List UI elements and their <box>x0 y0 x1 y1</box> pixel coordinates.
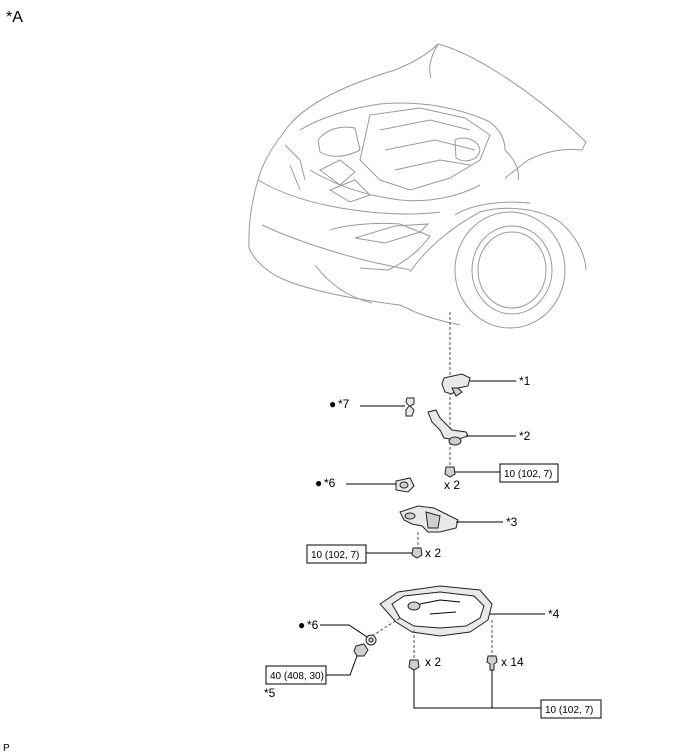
leader-plug-torque <box>326 655 358 676</box>
callout-3: *3 <box>506 515 518 529</box>
pan-bolt-right <box>486 655 498 671</box>
torque-box-upper <box>499 463 559 483</box>
corner-mark: P <box>3 743 10 754</box>
torque-box-middle <box>306 544 367 564</box>
torque-pan: 10 (102, 7) <box>545 705 593 716</box>
torque-middle: 10 (102, 7) <box>311 550 359 561</box>
callout-4: *4 <box>548 607 560 621</box>
qty-pan-right: x 14 <box>501 655 524 669</box>
part-6-upper-gasket <box>395 477 415 493</box>
callout-6-lower: *6 <box>307 618 319 632</box>
callout-6-upper: *6 <box>324 476 336 490</box>
vehicle-illustration <box>248 43 587 329</box>
view-label: *A <box>6 9 23 26</box>
upper-nut <box>444 466 456 478</box>
torque-box-pan <box>540 699 602 719</box>
callout-1: *1 <box>519 374 531 388</box>
leader-pan-bracket <box>413 670 493 709</box>
qty-mid-bolt: x 2 <box>425 546 441 560</box>
part-1-bracket <box>441 373 471 397</box>
middle-bolt <box>411 547 423 559</box>
bullet-7: ● <box>329 397 336 411</box>
bullet-6-upper: ● <box>315 476 322 490</box>
torque-upper: 10 (102, 7) <box>504 469 552 480</box>
part-7-clip <box>405 397 415 417</box>
bullet-6-lower: ● <box>298 618 305 632</box>
alignment-line-plug <box>371 617 401 637</box>
part-5-drain-plug <box>353 643 369 657</box>
part-4-oil-pan <box>379 585 493 637</box>
qty-pan-left: x 2 <box>425 655 441 669</box>
torque-box-plug <box>265 665 327 685</box>
callout-2: *2 <box>519 429 531 443</box>
part-3-bracket <box>399 505 459 533</box>
leader-6-lower <box>320 624 368 638</box>
part-6-lower-gasket <box>365 634 377 646</box>
part-2-bracket <box>427 409 469 446</box>
torque-plug: 40 (408, 30) <box>270 671 324 682</box>
callout-7: *7 <box>338 397 350 411</box>
callout-5: *5 <box>264 686 276 700</box>
qty-upper-nut: x 2 <box>444 478 460 492</box>
pan-bolt-left <box>408 659 420 671</box>
